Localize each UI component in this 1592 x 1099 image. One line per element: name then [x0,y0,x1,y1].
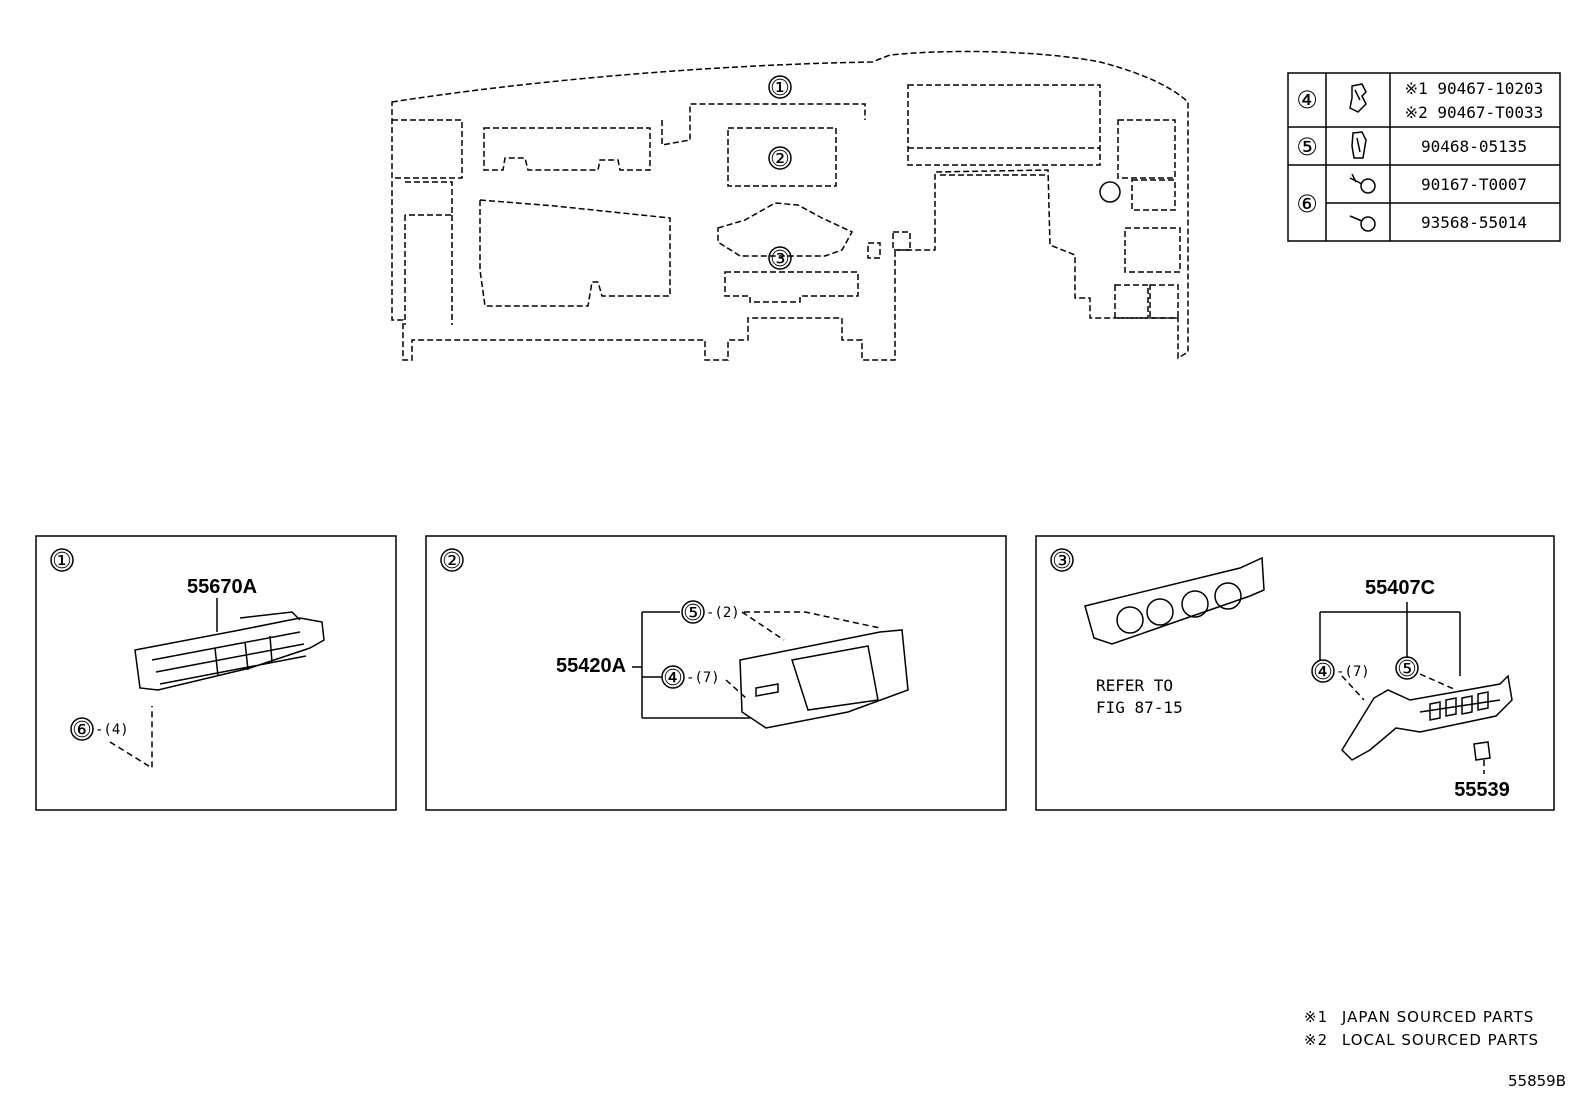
knob-icon [1116,606,1144,634]
legend-part-number: ※2 90467-T0033 [1405,103,1544,122]
note-1-mark: ※1 [1304,1008,1329,1026]
panel-2-qty-a: -(2) [706,605,740,621]
dash-callout-3: ③ [770,247,790,272]
legend-ref-6: ⑥ [1296,190,1318,218]
switch-part-drawing [1473,741,1491,761]
air-vent-drawing [134,611,325,691]
panel-3-number: ③ [1052,549,1072,574]
dash-callout-1-circle [768,75,792,99]
screw-icon [1349,173,1376,194]
parts-legend-table [1287,72,1561,242]
dash-knob [1099,181,1121,203]
dash-callout-1: ① [770,76,790,101]
panel-3-part-label-b: 55539 [1454,779,1510,801]
screw-icon [1349,215,1376,232]
legend-ref-4: ④ [1296,86,1318,114]
panel-2-number: ② [442,549,462,574]
display-bezel-drawing [739,629,909,729]
detail-panel-2 [425,535,1007,811]
legend-part-number: 93568-55014 [1421,213,1527,232]
detail-panel-3 [1035,535,1555,811]
clip-icon [1351,131,1367,159]
switch-panel-drawing [1341,674,1513,761]
climate-control-panel-drawing [1084,556,1265,645]
panel-1-fastener-qty: -(4) [95,722,129,738]
panel-2-ref-b: ④ [663,666,683,691]
panel-2-ref-a: ⑤ [683,601,703,626]
legend-part-number: ※1 90467-10203 [1405,79,1544,98]
legend-ref-5: ⑤ [1296,133,1318,161]
note-2-mark: ※2 [1304,1031,1329,1049]
clip-icon [1349,83,1367,113]
dashboard-outline [391,50,1189,361]
dash-callout-3-circle [768,246,792,270]
panel-1-part-label: 55670A [187,576,257,598]
panel-2-qty-b: -(7) [686,670,720,686]
knob-icon [1181,590,1209,618]
note-1-text: JAPAN SOURCED PARTS [1341,1008,1535,1026]
note-japan-sourced: ※1 JAPAN SOURCED PARTS [1304,1008,1534,1026]
detail-panel-1 [35,535,397,811]
panel-3-refer-line-2: FIG 87-15 [1096,698,1183,717]
panel-3-refer-line-1: REFER TO [1096,676,1173,695]
note-2-text: LOCAL SOURCED PARTS [1341,1031,1540,1049]
dash-callout-2: ② [770,147,790,172]
panel-3-ref-b: ⑤ [1397,657,1417,682]
knob-icon [1214,582,1242,610]
panel-1-number: ① [52,549,72,574]
legend-part-number: 90468-05135 [1421,137,1527,156]
knob-icon [1146,598,1174,626]
figure-id: 55859B [1508,1072,1567,1090]
dash-callout-2-circle [768,146,792,170]
panel-1-fastener-ref: ⑥ [72,718,92,743]
note-local-sourced: ※2 LOCAL SOURCED PARTS [1304,1031,1539,1049]
panel-3-part-label-a: 55407C [1365,577,1435,599]
panel-3-ref-a: ④ [1313,660,1333,685]
panel-3-qty-a: -(7) [1336,664,1370,680]
panel-2-part-label: 55420A [556,655,626,677]
legend-part-number: 90167-T0007 [1421,175,1527,194]
